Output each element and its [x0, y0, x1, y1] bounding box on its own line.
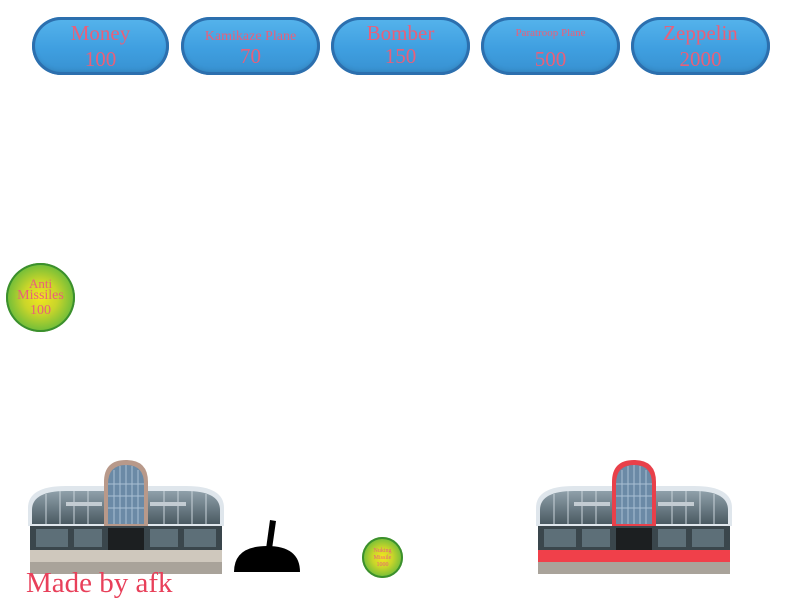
anti-missiles-button[interactable]: Anti Missiles 100 — [6, 263, 75, 332]
nuking-missile-label-line2: Missile — [373, 555, 392, 561]
bomber-button[interactable]: Bomber 150 — [331, 17, 470, 75]
anti-missiles-cost: 100 — [30, 303, 51, 318]
money-display: Money 100 — [32, 17, 169, 75]
zeppelin-label: Zeppelin — [663, 21, 738, 45]
anti-missiles-label-line2: Missiles — [17, 288, 64, 303]
nuking-missile-button[interactable]: Nuking Missile 1000 — [362, 537, 403, 578]
kamikaze-plane-cost: 70 — [240, 44, 261, 68]
zeppelin-button[interactable]: Zeppelin 2000 — [631, 17, 770, 75]
player-base-building-icon — [28, 460, 224, 574]
credit-text: Made by afk — [26, 567, 173, 599]
anti-missiles-label-line1: Anti — [28, 276, 53, 291]
nuking-missile-label-line1: Nuking — [373, 548, 392, 554]
nuking-missile-cost: 1000 — [376, 562, 389, 568]
zeppelin-cost: 2000 — [679, 47, 722, 71]
kamikaze-plane-button[interactable]: Kamikaze Plane 70 — [181, 17, 320, 75]
paratroop-plane-button[interactable]: Paratroop Plane 500 — [481, 17, 620, 75]
paratroop-plane-label: Paratroop Plane — [515, 27, 586, 39]
cannon-icon[interactable] — [232, 516, 302, 574]
enemy-base-building-icon — [536, 460, 732, 574]
money-value: 100 — [84, 47, 117, 71]
bomber-cost: 150 — [384, 44, 417, 68]
kamikaze-plane-label: Kamikaze Plane — [204, 29, 297, 44]
money-label: Money — [70, 21, 131, 45]
bomber-label: Bomber — [366, 21, 435, 45]
paratroop-plane-cost: 500 — [534, 47, 567, 71]
